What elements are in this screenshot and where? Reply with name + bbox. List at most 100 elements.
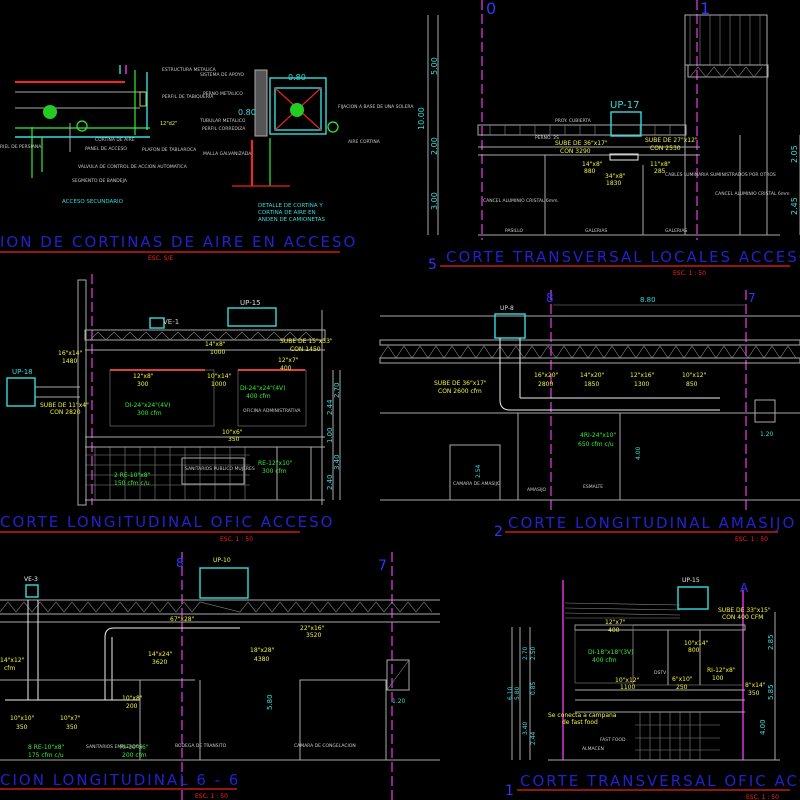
svg-text:ANDEN DE CAMIONETAS: ANDEN DE CAMIONETAS [258,217,325,223]
svg-text:RI-10"x6": RI-10"x6" [120,744,149,751]
svg-text:400 cfm: 400 cfm [246,393,271,400]
svg-text:800: 800 [688,647,700,654]
svg-text:14"x24": 14"x24" [148,651,173,658]
equipment-label: UP-17 [610,100,639,111]
equipment-label: VE-1 [163,318,179,326]
svg-text:VALVULA DE CONTROL DE ACCION A: VALVULA DE CONTROL DE ACCION AUTOMATICA [78,164,188,170]
svg-text:2.54: 2.54 [475,464,482,478]
svg-text:5.85: 5.85 [767,684,775,700]
svg-text:14"x20": 14"x20" [580,372,605,379]
svg-text:MALLA GALVANIZADA: MALLA GALVANIZADA [203,151,252,157]
svg-text:CON 3290: CON 3290 [560,148,591,155]
svg-text:300 cfm: 300 cfm [137,410,162,417]
wall-hatch [254,69,268,137]
dim-label: 12"d2" [160,121,177,127]
scale-label: ESC. 1 : 50 [220,536,253,543]
svg-text:10"x10": 10"x10" [10,715,35,722]
svg-text:DSTV: DSTV [654,670,667,676]
svg-text:SEGMENTO DE BANDEJA: SEGMENTO DE BANDEJA [72,178,128,184]
svg-text:CON 400 CFM: CON 400 CFM [722,614,763,621]
svg-text:cfm: cfm [4,665,15,672]
svg-text:10"x8": 10"x8" [122,695,143,702]
svg-text:2.70: 2.70 [333,382,341,398]
svg-text:ESMALTE: ESMALTE [583,484,603,490]
detail-acceso-secundario: 12"d2" ACCESO SECUNDARIO ESTRUCTURA META… [0,65,217,205]
equipment-up17 [610,111,642,137]
scale-label: ESC. 1 : 50 [195,793,228,800]
svg-text:PERNO. 2S: PERNO. 2S [535,135,559,141]
svg-text:CANCEL ALUMINIO CRISTAL 6mm: CANCEL ALUMINIO CRISTAL 6mm [715,191,790,197]
svg-text:SUBE DE 36"x17": SUBE DE 36"x17" [555,140,608,147]
equipment-label: UP-8 [500,305,514,312]
svg-text:350: 350 [16,724,28,731]
section-number: 5 [428,257,437,273]
equipment-up15 [227,307,277,327]
panel-title: CORTE TRANSVERSAL OFIC ACC [520,772,800,790]
svg-text:CON 2530: CON 2530 [650,145,681,152]
equipment-up10 [199,567,249,599]
svg-text:1850: 1850 [584,381,599,388]
svg-text:4380: 4380 [254,656,269,663]
panel-title: CORTE LONGITUDINAL AMASIJO [508,514,796,532]
svg-text:16"x20": 16"x20" [534,372,559,379]
svg-text:ALMACEN: ALMACEN [582,746,604,752]
svg-text:12"x7": 12"x7" [278,357,299,364]
svg-text:FAST FOOD: FAST FOOD [600,737,626,743]
svg-text:175 cfm c/u: 175 cfm c/u [28,752,64,759]
svg-text:CAMARA DE AMASIJO: CAMARA DE AMASIJO [453,481,501,487]
svg-text:1830: 1830 [606,180,621,187]
svg-text:6.10: 6.10 [507,686,514,700]
svg-text:14"x8": 14"x8" [205,341,226,348]
svg-text:SANITARIOS PUBLICO MUJERES: SANITARIOS PUBLICO MUJERES [185,466,255,472]
svg-text:2 RE-10"x8": 2 RE-10"x8" [114,472,151,479]
svg-text:CABLES LUMINARIA SUMINISTRADOS: CABLES LUMINARIA SUMINISTRADOS POR OTROS [665,172,776,178]
panel-ofic-acceso: UP-18 VE-1 UP-15 16"x14" 1480 SUBE DE 11… [0,274,341,543]
svg-text:10"x12": 10"x12" [615,677,640,684]
svg-text:PROY. CUBIERTA: PROY. CUBIERTA [555,118,592,124]
svg-text:DI-24"x24"(4V): DI-24"x24"(4V) [125,402,171,409]
section-number: 2 [494,524,503,540]
svg-text:100: 100 [712,675,724,682]
svg-text:350: 350 [66,724,78,731]
svg-text:2.85: 2.85 [767,634,775,650]
svg-text:GALERIAS: GALERIAS [585,228,607,234]
svg-text:12"x16": 12"x16" [630,372,655,379]
svg-text:PLAFON DE TABLAROCA: PLAFON DE TABLAROCA [142,147,197,153]
svg-text:CON 1450: CON 1450 [290,346,321,353]
svg-text:1100: 1100 [620,684,635,691]
dim-label: 2.45 [790,197,799,215]
panel-longitudinal-6: 7 8 VE-3 UP-10 14"x12" cfm 67"x28" 14"x2… [0,552,440,800]
equipment-up18 [6,377,36,407]
svg-text:RE-12"x10": RE-12"x10" [258,460,293,467]
svg-text:3620: 3620 [152,659,167,666]
svg-text:1000: 1000 [211,381,226,388]
svg-text:67"x28": 67"x28" [170,616,195,623]
svg-text:16"x14": 16"x14" [58,350,83,357]
svg-text:PASILLO: PASILLO [505,228,524,234]
detail-caption: ACCESO SECUNDARIO [62,199,124,205]
panel-title: CION LONGITUDINAL 6 - 6 [0,771,240,789]
svg-text:ESTRUCTURA METALICA: ESTRUCTURA METALICA [162,67,217,73]
svg-text:350: 350 [228,436,240,443]
panel-amasijo: 8 7 8.80 UP-8 SUBE DE 36"x17" CON 2600 c… [379,290,800,543]
panel-cortinas: 12"d2" ACCESO SECUNDARIO ESTRUCTURA META… [0,65,414,262]
svg-text:PERFIL CORREDIZA: PERFIL CORREDIZA [202,126,246,132]
svg-text:10"x14": 10"x14" [207,373,232,380]
svg-text:CON 2820: CON 2820 [50,409,81,416]
equipment-label: VE-3 [24,576,38,583]
svg-text:350: 350 [748,690,760,697]
svg-text:AIRE CORTINA: AIRE CORTINA [348,139,381,145]
equipment-ve1 [149,317,165,329]
svg-text:CAMARA DE CONGELACION: CAMARA DE CONGELACION [294,743,356,749]
svg-text:880: 880 [584,168,596,175]
svg-text:14"x8": 14"x8" [582,161,603,168]
svg-text:CANCEL ALUMINIO CRISTAL 6mm.: CANCEL ALUMINIO CRISTAL 6mm. [483,198,559,204]
svg-text:2.50: 2.50 [530,646,537,660]
svg-text:400 cfm: 400 cfm [592,657,617,664]
fan-icon [43,105,57,119]
scale-label: ESC. S/E [148,255,173,262]
svg-text:22"x16": 22"x16" [300,625,325,632]
dim-label: 2.00 [430,137,439,155]
svg-text:SISTEMA DE APOYO: SISTEMA DE APOYO [200,72,244,78]
svg-text:TUBULAR METALICO: TUBULAR METALICO [199,118,246,124]
